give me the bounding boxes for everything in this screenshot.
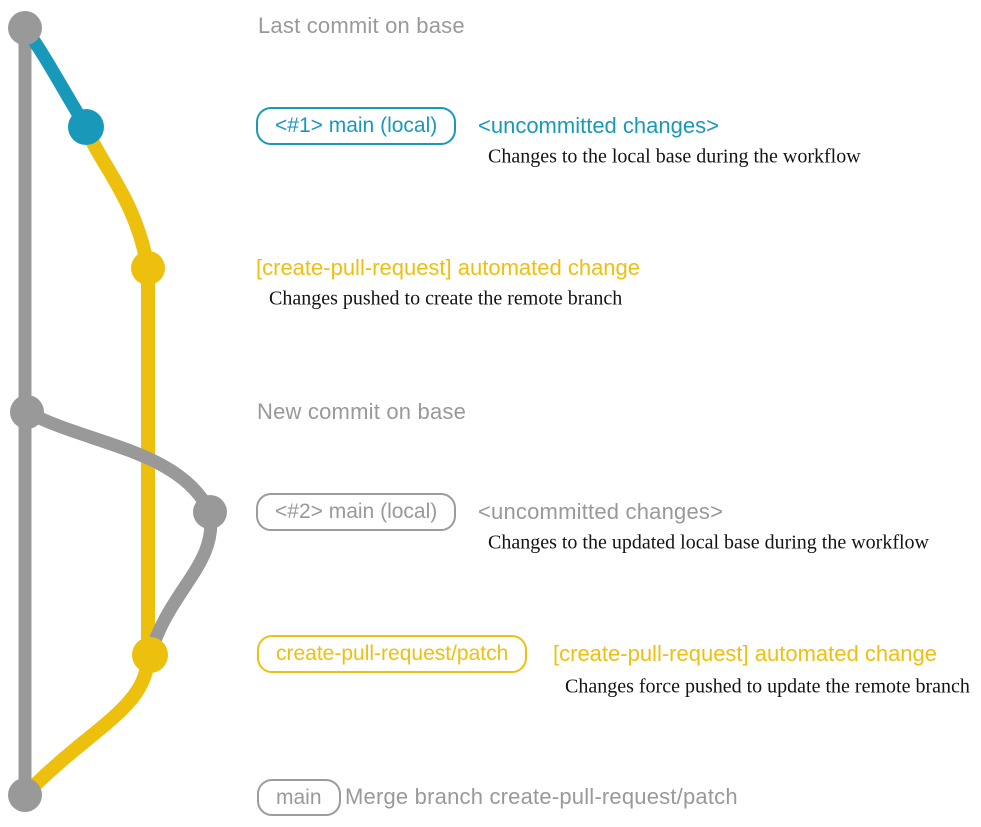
branch-tag-main: main [257,779,341,816]
branch-tag-main-label: main [276,785,322,809]
label-new-commit-on-base: New commit on base [257,399,467,424]
commit-node-automated-change-2 [132,637,168,673]
edge-rebased-change [143,505,218,662]
branch-tag-main-local-2: <#2> main (local) [256,493,457,531]
branch-tag-main-local-1-label: <#1> main (local) [275,114,438,137]
headline-uncommitted-changes-2: <uncommitted changes> [478,499,724,524]
branch-tag-main-local-2-label: <#2> main (local) [275,500,438,523]
headline-automated-change-2: [create-pull-request] automated change [553,641,938,666]
label-last-commit-on-base: Last commit on base [258,13,465,38]
description-automated-change-1: Changes pushed to create the remote bran… [269,287,623,310]
commit-node-new-base [10,395,44,429]
description-automated-change-2: Changes force pushed to update the remot… [565,675,970,698]
description-uncommitted-changes-2: Changes to the updated local base during… [488,531,929,554]
label-merge-branch: Merge branch create-pull-request/patch [345,784,738,809]
description-uncommitted-changes-1: Changes to the local base during the wor… [488,145,861,168]
commit-node-local-main-1 [68,109,104,145]
headline-automated-change-1: [create-pull-request] automated change [256,255,641,280]
commit-node-automated-change-1 [131,251,165,285]
headline-uncommitted-changes-1: <uncommitted changes> [478,113,719,138]
edge-local-main-2 [20,405,217,519]
commit-node-merge [8,778,42,812]
edge-create-pull-request-patch [18,120,155,802]
branch-tag-main-local-1: <#1> main (local) [256,107,457,145]
commit-node-local-main-2 [193,495,227,529]
commit-node-last-base [8,11,42,45]
branch-tag-create-pull-request-patch: create-pull-request/patch [257,635,528,673]
branch-tag-create-pull-request-patch-label: create-pull-request/patch [276,642,509,665]
